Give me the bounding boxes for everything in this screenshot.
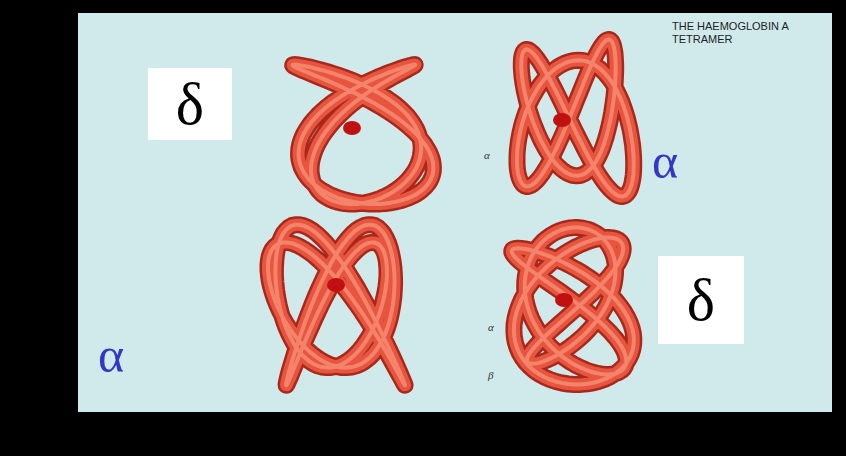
chain-symbol: δ [687,270,715,330]
chain-tag: β [488,370,493,381]
heme-group [555,293,573,307]
chain-tag: α [484,150,490,161]
chain-tube [517,40,634,197]
chain-tube [293,65,434,204]
chain-tube [517,40,634,197]
chain-symbol: α [98,330,124,380]
chain-tube [293,65,434,204]
chain-tube [268,225,405,386]
heme-group [327,278,345,292]
chain-tube [268,225,405,386]
chain-tube [512,228,634,385]
chain-tube [512,228,634,385]
chain-tube [512,228,634,385]
chain-tube [293,65,434,204]
label-box: δ [658,256,744,344]
heme-group [343,121,361,135]
chain-symbol: δ [176,74,204,134]
chain-symbol: α [652,136,678,186]
label-box: δ [148,68,232,140]
heme-group [553,113,571,127]
chain-tube [268,225,405,386]
diagram-title: THE HAEMOGLOBIN A TETRAMER [672,20,797,45]
chain-tube [517,40,634,197]
chain-tag: α [488,322,494,333]
